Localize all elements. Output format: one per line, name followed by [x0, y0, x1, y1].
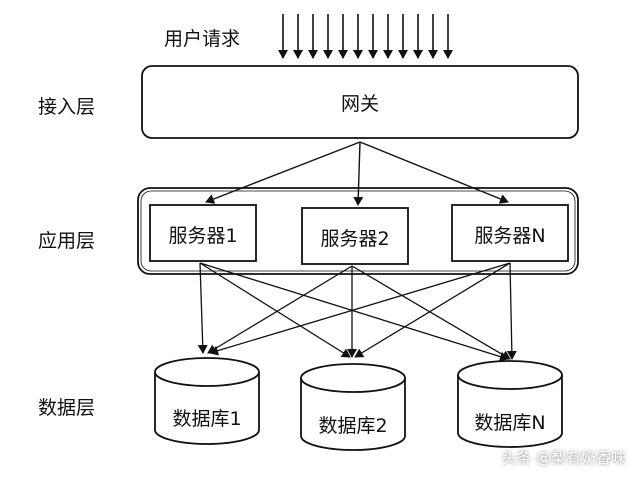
access-layer-label: 接入层 — [38, 96, 96, 118]
server-box-2 — [301, 207, 409, 265]
gateway-to-server-arrows — [205, 141, 509, 206]
request-arrows — [278, 14, 453, 59]
database-2 — [300, 363, 406, 451]
server-box-n — [451, 204, 569, 262]
data-layer-label: 数据层 — [38, 397, 96, 419]
server-box-1 — [149, 204, 257, 262]
watermark: 头条 @梨有奶香味 — [501, 449, 626, 467]
server-label-1: 服务器1 — [168, 225, 238, 247]
database-label-2: 数据库2 — [318, 415, 388, 437]
gateway-label: 网关 — [340, 93, 379, 115]
database-n — [457, 360, 563, 448]
database-1 — [154, 357, 260, 445]
app-layer-label: 应用层 — [38, 230, 96, 252]
server-to-db-arrows — [197, 262, 517, 362]
database-label-1: 数据库1 — [172, 408, 242, 430]
server-label-n: 服务器N — [474, 225, 546, 247]
user-request-label: 用户请求 — [164, 28, 241, 50]
database-label-n: 数据库N — [474, 412, 546, 434]
server-label-2: 服务器2 — [320, 228, 390, 250]
gateway-box — [141, 65, 579, 139]
